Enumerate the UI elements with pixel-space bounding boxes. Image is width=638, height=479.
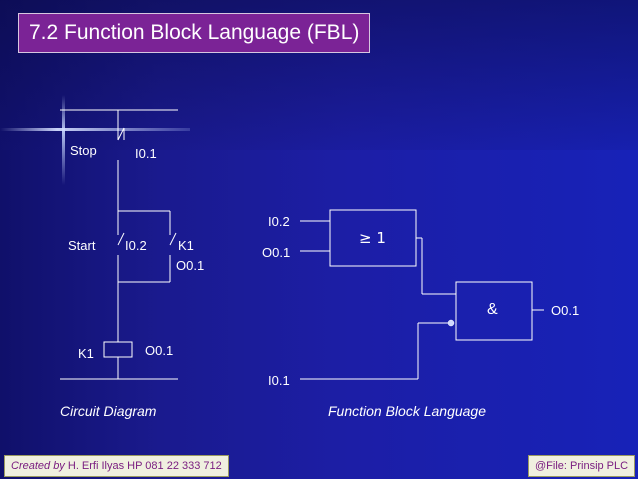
fbl-output-label: O0.1 [551, 303, 580, 318]
footer-credit: Created by H. Erfi Ilyas HP 081 22 333 7… [4, 455, 229, 477]
decorative-glow-vertical [62, 95, 65, 185]
start-address: I0.2 [125, 238, 147, 253]
stop-contact-stroke [117, 127, 125, 141]
footer-file: @File: Prinsip PLC [528, 455, 636, 477]
circuit-diagram-caption: Circuit Diagram [60, 403, 157, 419]
decorative-glow-horizontal [0, 128, 190, 131]
k1-contact-address: O0.1 [176, 258, 205, 273]
and-block [455, 281, 533, 341]
k1-contact-label: K1 [178, 238, 194, 253]
or-block-symbol: ≥ 1 [359, 229, 386, 247]
start-label: Start [68, 238, 96, 253]
and-block-symbol: & [487, 301, 498, 318]
negation-bubble [447, 319, 455, 327]
and-input-2-label: I0.1 [268, 373, 290, 388]
start-contact-stroke [117, 232, 125, 246]
or-input-1-label: I0.2 [268, 214, 290, 229]
stop-address: I0.1 [135, 146, 157, 161]
k1-coil [103, 341, 133, 358]
fbl-caption: Function Block Language [328, 403, 486, 419]
or-input-2-label: O0.1 [262, 245, 291, 260]
k1-contact-stroke [169, 232, 177, 246]
footer-created-text: H. Erfi Ilyas HP 081 22 333 712 [64, 460, 222, 472]
stop-label: Stop [70, 143, 97, 158]
slide-title: 7.2 Function Block Language (FBL) [18, 13, 371, 53]
coil-label: K1 [78, 346, 94, 361]
coil-address: O0.1 [145, 343, 174, 358]
footer-created-prefix: Created by [11, 460, 65, 472]
